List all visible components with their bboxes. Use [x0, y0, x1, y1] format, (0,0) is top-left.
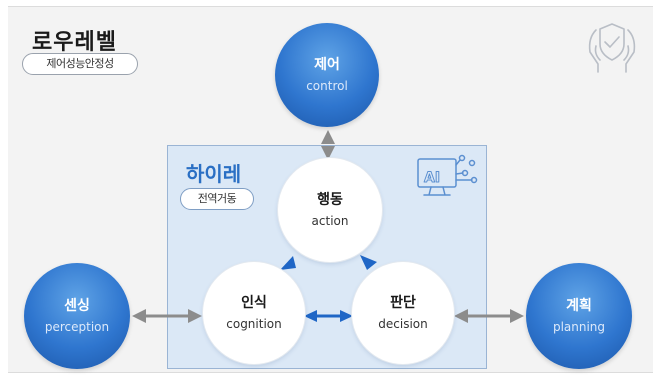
node-action-title: 행동 [317, 192, 343, 208]
node-control-sub: control [306, 79, 348, 93]
node-action: 행동 action [278, 158, 382, 262]
node-perception-sub: perception [44, 320, 110, 334]
node-control-title: 제어 [314, 57, 340, 73]
node-action-sub: action [311, 214, 349, 228]
node-planning-sub: planning [552, 320, 606, 334]
node-decision-sub: decision [378, 317, 428, 331]
node-decision: 판단 decision [352, 262, 454, 364]
node-decision-title: 판단 [390, 295, 416, 311]
low-level-title: 로우레벨 [32, 30, 117, 55]
node-perception-title: 센싱 [64, 298, 90, 314]
arrow-perception-cognition [132, 309, 202, 323]
arrow-cognition-action [280, 256, 296, 270]
arrow-cognition-decision [304, 310, 353, 322]
node-cognition-title: 인식 [241, 295, 267, 311]
arrow-decision-planning [454, 309, 524, 323]
high-level-subtitle: 전역거동 [180, 188, 254, 210]
low-level-subtitle: 제어성능안정성 [22, 53, 138, 75]
node-planning: 계획 planning [526, 263, 632, 369]
node-control: 제어 control [275, 23, 379, 127]
arrow-control-action-up [321, 130, 335, 144]
node-perception: 센싱 perception [24, 263, 130, 369]
node-planning-title: 계획 [566, 298, 592, 314]
node-cognition: 인식 cognition [203, 262, 305, 364]
high-level-title: 하이레 [186, 162, 242, 186]
node-cognition-sub: cognition [226, 317, 282, 331]
arrow-control-action-down [321, 146, 335, 160]
arrow-action-decision [360, 255, 377, 270]
